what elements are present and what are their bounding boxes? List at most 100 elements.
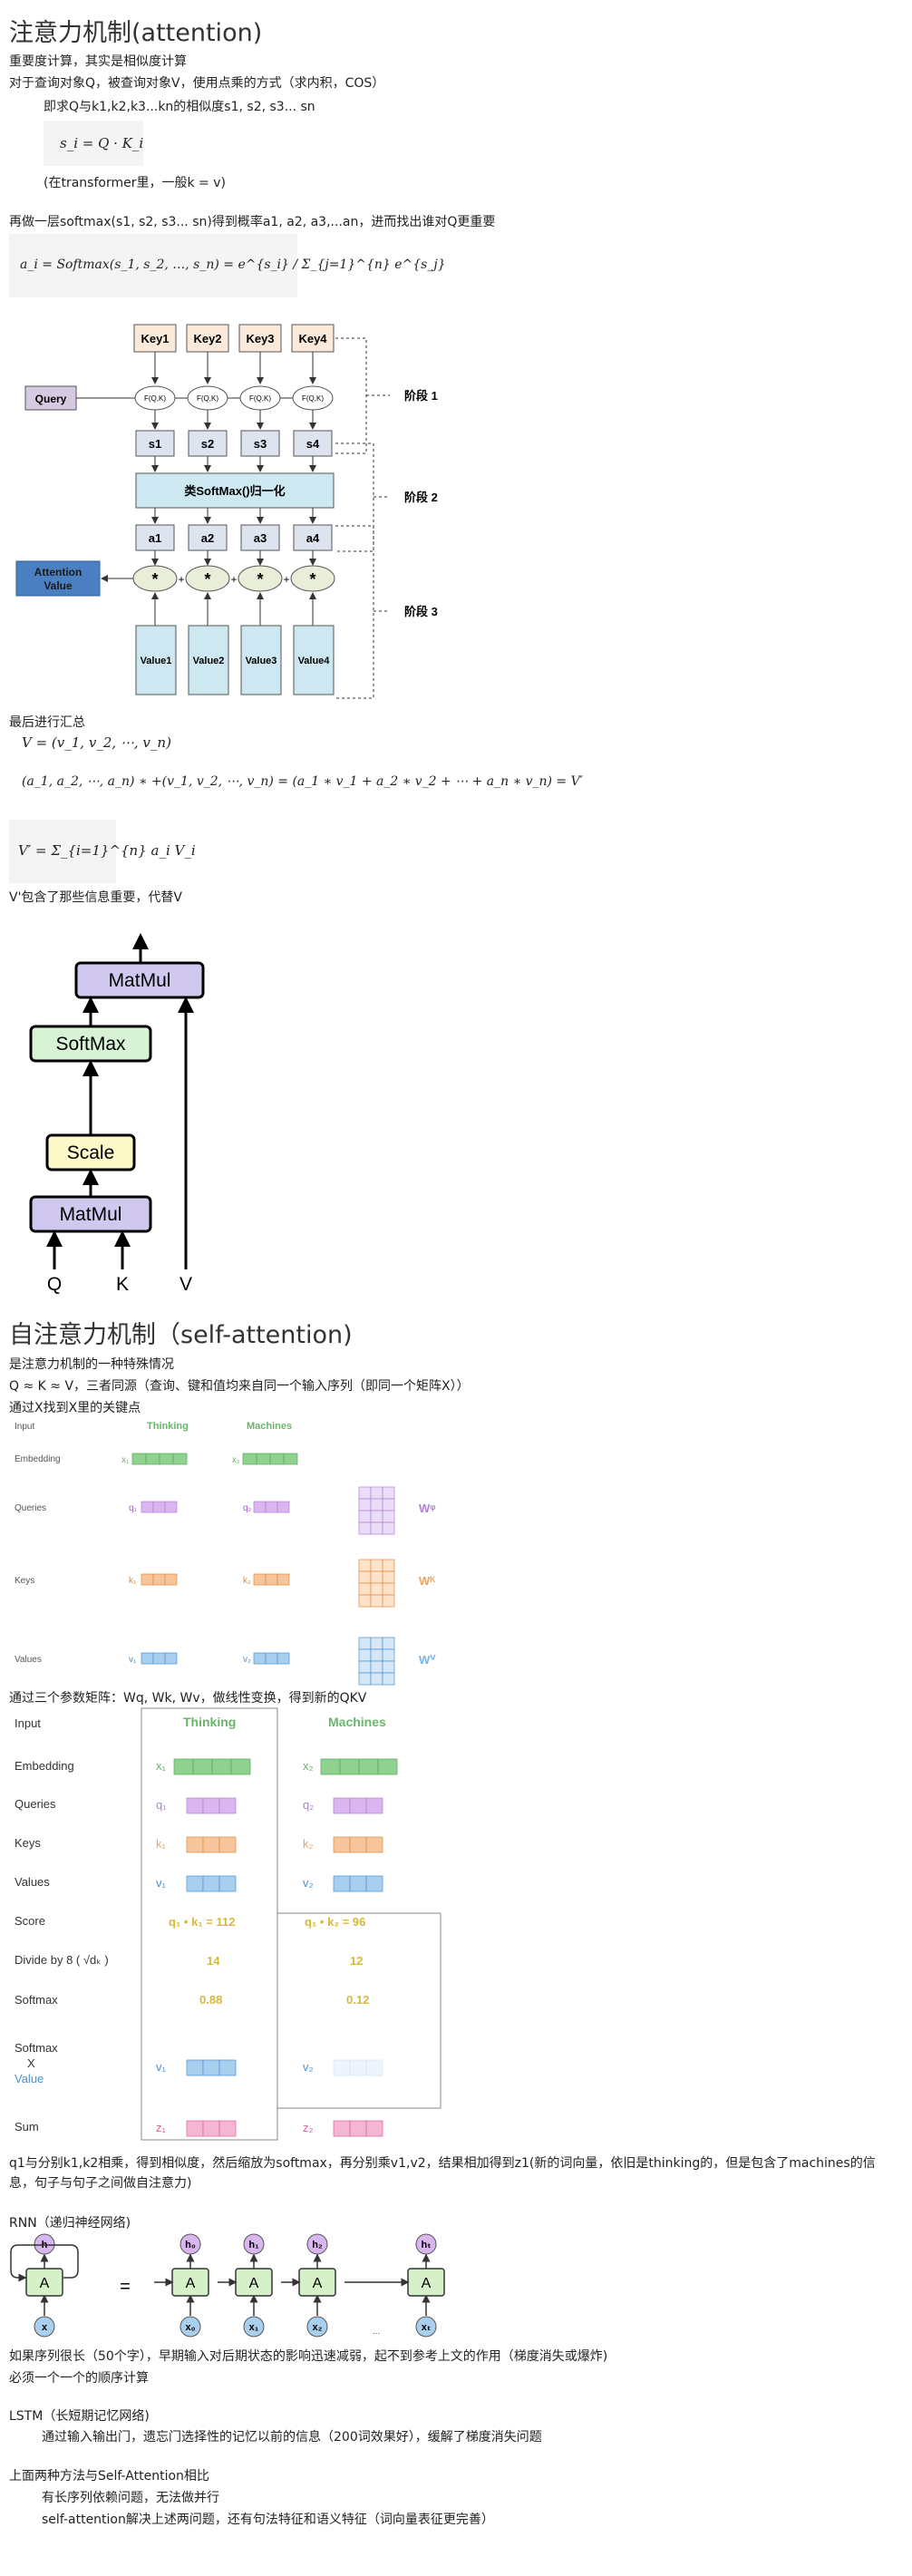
formula-vprime: V′ = Σ_{i=1}^{n} a_i V_i (18, 842, 196, 859)
input-k-label: K (116, 1274, 129, 1295)
f-label-1: F(Q,K) (144, 394, 166, 403)
matmul-top-block (74, 961, 205, 999)
plus-sign-2: + (230, 573, 237, 586)
fig2-row-divide: Divide by 8 ( √dₖ ) (15, 1953, 109, 1967)
fig2-query-1-cells (186, 1797, 237, 1814)
rnn-equals: = (120, 2277, 131, 2297)
fig2-row-keys: Keys (15, 1836, 41, 1850)
attention-diagram: Key1 Key2 Key3 Key4 Query F(Q,K) F(Q,K) … (15, 324, 438, 699)
weight-box-2 (188, 524, 228, 551)
value-label-1: Value1 (141, 656, 172, 666)
rnn-input-label: xₜ (422, 2322, 431, 2333)
fig1-value-1-cells (141, 1652, 178, 1665)
rnn-cell-0: Ahx (25, 2233, 63, 2338)
stage-1-label: 阶段 1 (404, 389, 438, 403)
fig1-x2: x₂ (232, 1455, 240, 1465)
qkv-projection-figure: Input Embedding Queries Keys Values Thin… (15, 1421, 436, 1686)
attention-value-box (15, 560, 101, 597)
stage-3-label: 阶段 3 (404, 605, 438, 618)
fig2-k2: k₂ (303, 1837, 314, 1851)
lstm-line1: 通过输入输出门，遗忘门选择性的记忆以前的信息（200词效果好），缓解了梯度消失问… (42, 2430, 542, 2445)
attention-line3: 即求Q与k1,k2,k3...kn的相似度s1, s2, s3... sn (44, 100, 315, 114)
scaled-dot-product-diagram: MatMul SoftMax Scale MatMul Q K V (29, 933, 205, 1295)
compare-line1: 有长序列依赖问题，无法做并行 (42, 2491, 219, 2505)
f-label-3: F(Q,K) (249, 394, 271, 403)
key2-label: Key2 (193, 332, 221, 345)
rnn-line1: 如果序列很长（50个字），早期输入对后期状态的影响迅速减弱，起不到参考上文的作用… (9, 2349, 608, 2364)
query-label: Query (35, 393, 67, 405)
fig1-query-2-cells (253, 1501, 290, 1513)
value-label-4: Value4 (298, 656, 331, 666)
stage-brackets (335, 337, 374, 699)
attention-value-label-2: Value (44, 579, 73, 592)
fig1-key-1-cells (141, 1573, 178, 1586)
rnn-input-node (34, 2316, 55, 2338)
plus-sign-3: + (283, 573, 289, 586)
rnn-line2: 必须一个一个的顺序计算 (9, 2371, 149, 2386)
fig2-weighted-value-1-cells (186, 2059, 237, 2076)
formula-a-box: a_i = Softmax(s_1, s_2, …, s_n) = e^{s_i… (9, 234, 446, 297)
formula-s: s_i = Q · K_i (60, 135, 144, 151)
rnn-cell-box (25, 2268, 63, 2297)
compare-title: 上面两种方法与Self-Attention相比 (9, 2469, 209, 2484)
fig2-row-input: Input (15, 1716, 41, 1730)
weight-label-4: a4 (306, 531, 320, 545)
fig2-q1: q₁ (156, 1798, 167, 1812)
fig2-z1: z₁ (156, 2121, 167, 2134)
key1-label: Key1 (141, 332, 169, 345)
self-attention-line4: 通过三个参数矩阵：Wq, Wk, Wv，做线性变换，得到新的QKV (9, 1691, 367, 1706)
lstm-title: LSTM（长短期记忆网络) (9, 2409, 150, 2424)
input-q-label: Q (47, 1274, 62, 1295)
value-label-2: Value2 (193, 656, 225, 666)
attention-line1: 重要度计算，其实是相似度计算 (9, 54, 187, 69)
formula-s-box: s_i = Q · K_i (44, 121, 143, 166)
softmax-label: 类SoftMax()归一化 (184, 484, 285, 498)
plus-sign-1: + (178, 573, 184, 586)
score-label-3: s3 (254, 437, 267, 451)
rnn-input-label: x (42, 2322, 48, 2333)
fig2-div-2: 12 (350, 1954, 363, 1968)
softmax-box (135, 472, 335, 509)
fig2-value-2-cells (333, 1875, 383, 1892)
rnn-cell-label: A (313, 2276, 323, 2291)
weight-label-1: a1 (149, 531, 161, 545)
value-box-1 (135, 625, 177, 695)
fig2-score-2: q₁ • k₂ = 96 (305, 1915, 365, 1929)
formula-a: a_i = Softmax(s_1, s_2, …, s_n) = e^{s_i… (20, 258, 446, 272)
self-attention-line1: 是注意力机制的一种特殊情况 (9, 1357, 174, 1372)
fig1-row-values: Values (15, 1655, 42, 1665)
attention-line4: (在transformer里，一般k = v) (44, 176, 226, 190)
mult-node-2 (185, 565, 230, 592)
self-attention-title: 自注意力机制（self-attention) (9, 1321, 353, 1349)
rnn-input-node (243, 2316, 265, 2338)
value-box-2 (188, 625, 229, 695)
fig2-q2: q₂ (303, 1798, 314, 1812)
fig2-word-machines: Machines (328, 1715, 386, 1729)
fig1-embedding-1-cells (131, 1453, 188, 1465)
rnn-hidden-node (415, 2233, 437, 2255)
weight-label-3: a3 (254, 531, 267, 545)
value-label-3: Value3 (246, 656, 277, 666)
fig2-x1: x₁ (156, 1759, 167, 1773)
weight-box-1 (135, 524, 175, 551)
weight-label-2: a2 (201, 531, 214, 545)
stage-2-label: 阶段 2 (404, 491, 438, 504)
f-label-2: F(Q,K) (197, 394, 218, 403)
matmul-bottom-block (29, 1195, 152, 1233)
rnn-hidden-label: h₂ (312, 2240, 323, 2250)
fig2-row-queries: Queries (15, 1797, 56, 1811)
rnn-hidden-label: h₁ (248, 2240, 259, 2250)
score-label-2: s2 (201, 437, 214, 451)
fig2-div-1: 14 (207, 1954, 220, 1968)
fig2-weighted-value-2-cells (333, 2059, 383, 2076)
fig1-q1: q₁ (129, 1503, 138, 1513)
fig1-wq: Wᵠ (419, 1502, 436, 1515)
fig1-x1: x₁ (121, 1455, 130, 1465)
weight-box-4 (293, 524, 333, 551)
fig1-wv: Wⱽ (419, 1653, 436, 1667)
mult-sign-3: * (257, 570, 263, 588)
fig1-k2: k₂ (243, 1576, 251, 1586)
